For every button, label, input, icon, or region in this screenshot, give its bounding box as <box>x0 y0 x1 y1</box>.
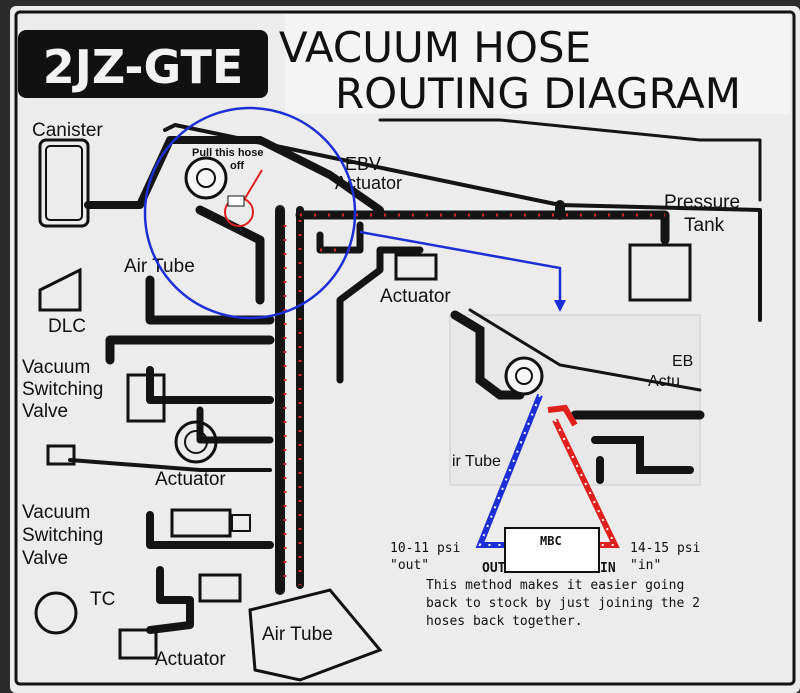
actuator-mid-label: Actuator <box>380 286 451 307</box>
vsv2-l1: Vacuum <box>22 502 90 523</box>
pull-hose-l1: Pull this hose <box>192 147 264 159</box>
pressure-tank <box>628 243 692 302</box>
vsv1-l3: Valve <box>22 401 68 422</box>
in-hose <box>552 418 620 548</box>
actuator-circle <box>174 420 218 464</box>
plate-border <box>14 10 796 686</box>
title-line2: ROUTING DIAGRAM <box>335 69 741 118</box>
connector-left <box>46 444 76 466</box>
callout-line <box>243 169 263 201</box>
turbo-icon <box>34 591 78 635</box>
engine-badge <box>18 30 268 98</box>
inset-air-tube-partial: ir Tube <box>452 453 501 470</box>
air-tube-bottom <box>248 588 383 682</box>
inset-ebv-partial: EB <box>672 353 693 370</box>
pull-hose-tip <box>227 195 245 207</box>
inset-panel <box>449 314 701 486</box>
actuator-bottom <box>118 628 158 660</box>
tank-label: Tank <box>684 215 725 236</box>
ebv-actuator-label: Actuator <box>335 173 402 193</box>
left-psi: 10-11 psi <box>390 541 460 556</box>
actuator-mid <box>394 253 438 281</box>
pressure-label: Pressure <box>664 192 740 213</box>
dlc-box <box>38 267 82 312</box>
mbc-label: MBC <box>540 534 562 548</box>
right-psi: 14-15 psi <box>630 541 700 556</box>
mbc-box <box>504 527 600 573</box>
right-port: "in" <box>630 558 661 573</box>
out-label: OUT <box>482 561 506 576</box>
vsv1-box <box>126 373 166 423</box>
arrow-head <box>554 300 566 312</box>
engine-code: 2JZ-GTE <box>43 40 244 94</box>
actuator-circle-label: Actuator <box>155 469 226 490</box>
canister-label: Canister <box>32 120 103 141</box>
note-l1: This method makes it easier going <box>426 578 684 593</box>
vsv1-l2: Switching <box>22 379 103 400</box>
vsv2-box <box>170 508 232 538</box>
dlc-label: DLC <box>48 316 86 337</box>
note-l3: hoses back together. <box>426 614 583 629</box>
title-line1: VACUUM HOSE <box>279 23 591 72</box>
vsv1-l1: Vacuum <box>22 357 90 378</box>
tc-label: TC <box>90 589 115 610</box>
pull-hose-l2: off <box>230 160 244 172</box>
lower-valve <box>198 573 242 603</box>
red-dot-hoses <box>283 213 665 585</box>
inset-hoses <box>450 308 705 484</box>
inset-actuator-partial: Actu <box>648 373 680 390</box>
inset-ebv-actuator <box>504 356 544 396</box>
actuator-bottom-label: Actuator <box>155 649 226 670</box>
title-box <box>285 14 790 114</box>
pointer-arrow <box>359 230 562 305</box>
canister-body <box>38 138 90 228</box>
left-port: "out" <box>390 558 429 573</box>
hose-network <box>68 118 762 634</box>
highlight-circle <box>143 106 357 320</box>
in-label: IN <box>600 561 616 576</box>
ebv-actuator <box>184 156 228 200</box>
vsv2-l2: Switching <box>22 525 103 546</box>
air-tube-bottom-label: Air Tube <box>262 624 333 645</box>
vsv2-l3: Valve <box>22 548 68 569</box>
note-l2: back to stock by just joining the 2 <box>426 596 700 611</box>
ebv-label: EBV <box>345 154 381 174</box>
